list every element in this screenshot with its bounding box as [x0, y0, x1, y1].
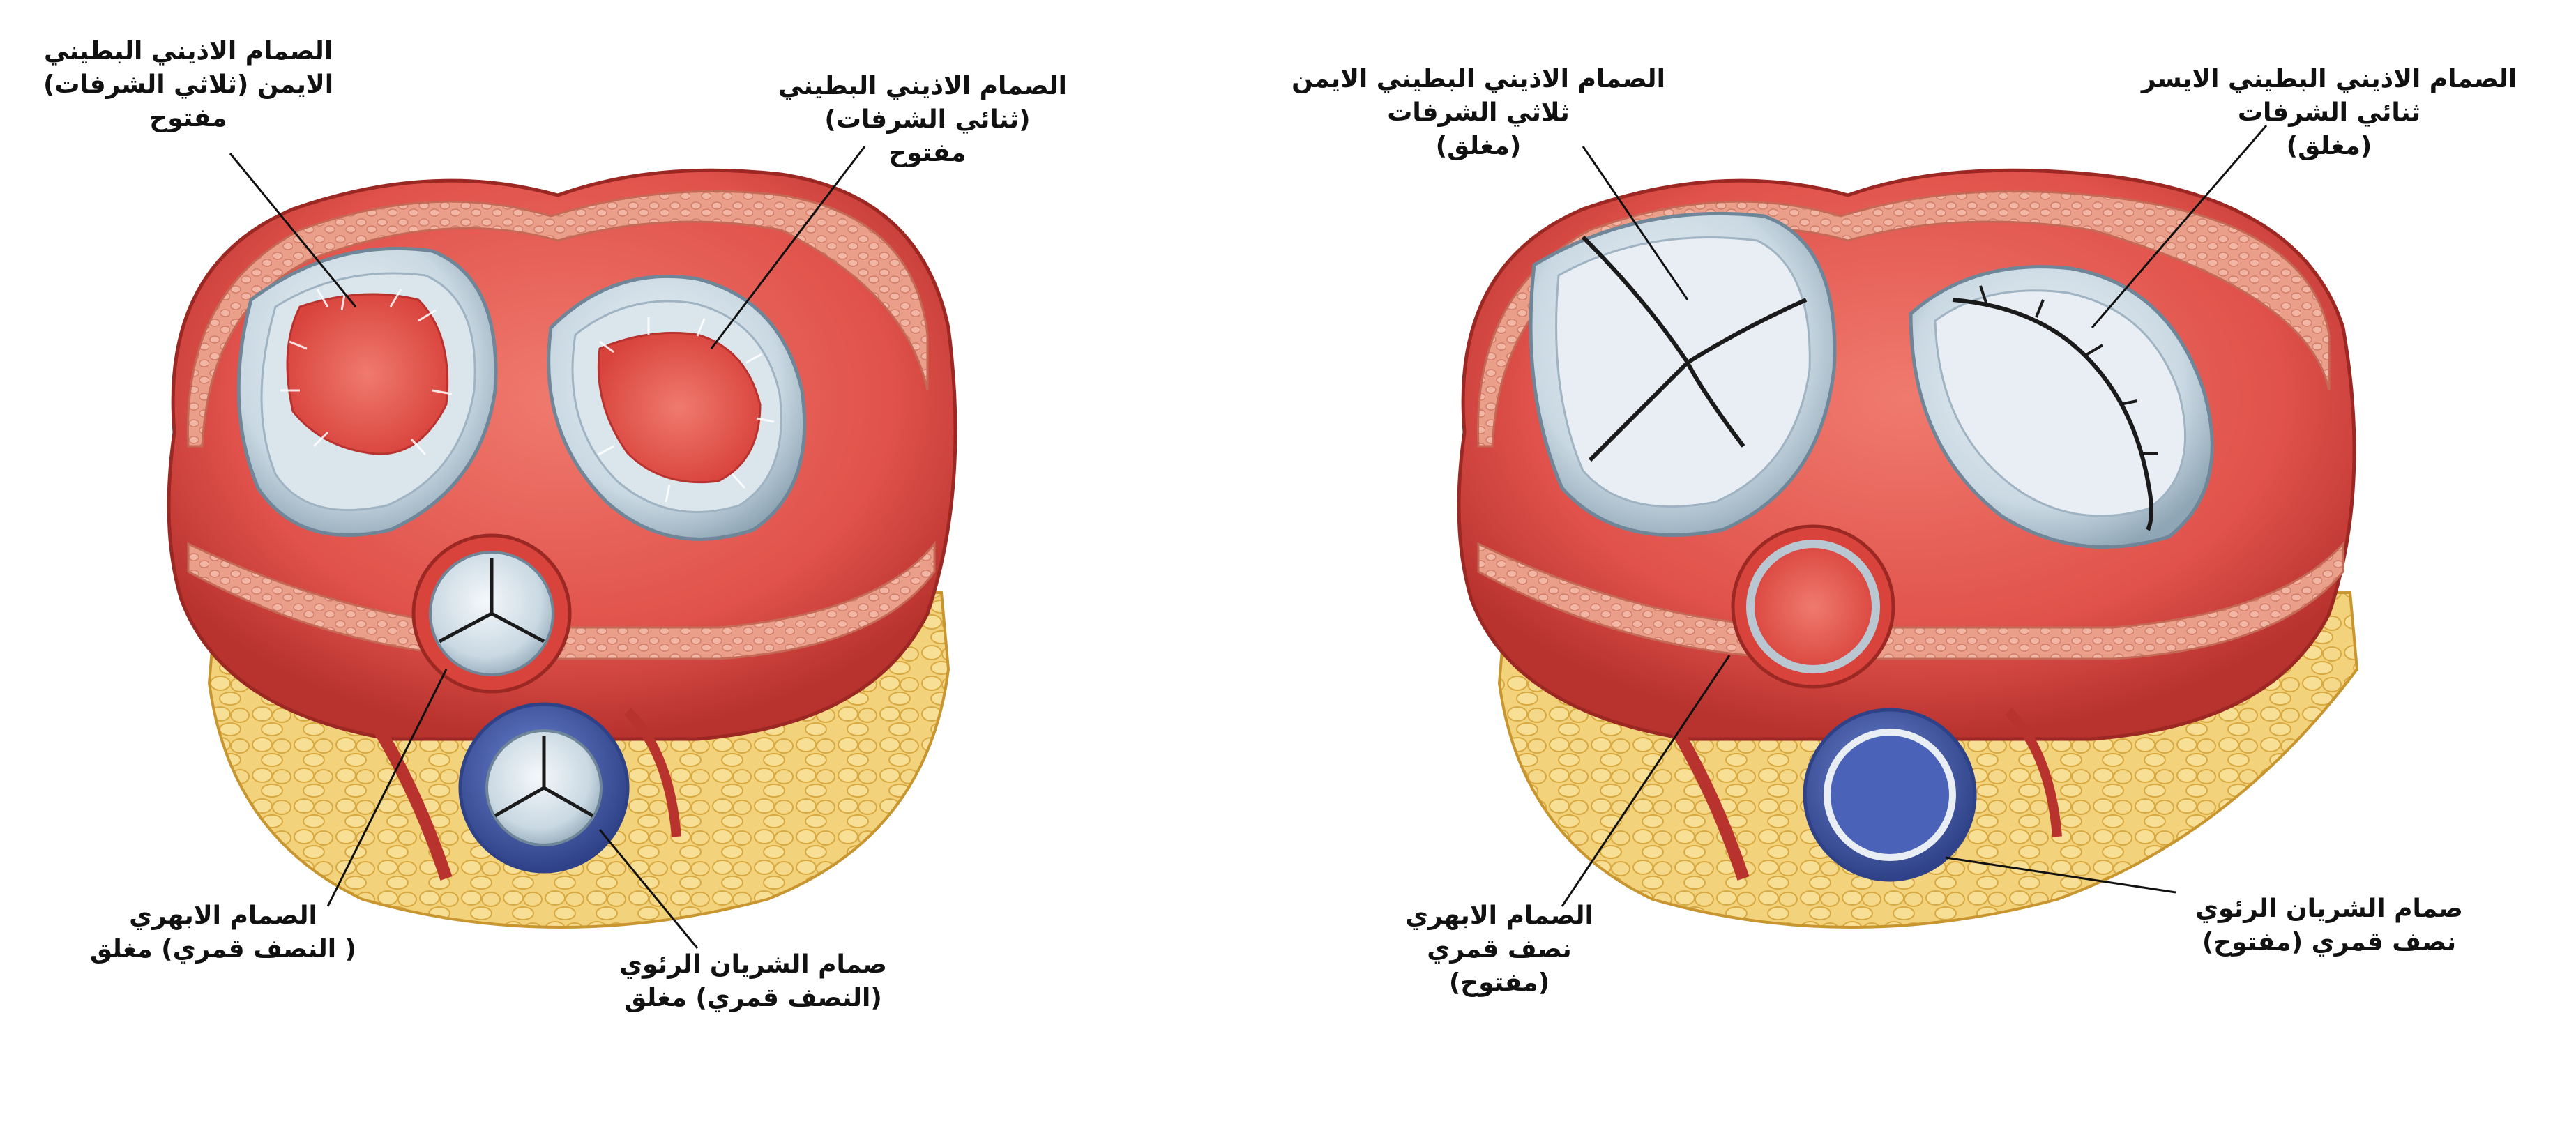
label-line: الصمام الاذيني البطيني الايمن: [1291, 65, 1665, 93]
label-line: الصمام الاذيني البطيني الايسر: [2141, 65, 2517, 93]
label-line: الصمام الابهري: [129, 901, 317, 930]
label-line: ( النصف قمري) مغلق: [89, 935, 357, 964]
label-mitral-open: الصمام الاذيني البطيني (ثنائي الشرفات) م…: [778, 70, 1067, 170]
label-line: الايمن (ثلاثي الشرفات): [43, 70, 334, 99]
left-heart: [167, 146, 957, 949]
label-line: (مفتوح): [1448, 968, 1550, 997]
pulmonary-valve-closed: [458, 702, 630, 874]
label-line: (مغلق): [2286, 132, 2372, 160]
label-pulmonary-closed: صمام الشريان الرئوي (النصف قمري) مغلق: [600, 948, 907, 1015]
leader-lines-right: [1561, 125, 2268, 907]
label-line: صمام الشريان الرئوي: [619, 950, 887, 979]
fibrous-skeleton: [186, 190, 929, 448]
coronary-artery: [1668, 722, 1750, 881]
label-line: ثنائي الشرفات: [2237, 98, 2421, 127]
label-aortic-closed: الصمام الابهري ( النصف قمري) مغلق: [77, 899, 370, 966]
tricuspid-valve-closed: [1529, 211, 1837, 537]
mitral-valve-closed: [1909, 265, 2214, 549]
label-line: (ثنائي الشرفات): [824, 105, 1031, 134]
label-line: الصمام الاذيني البطيني: [43, 37, 333, 66]
leader-lines-left: [229, 146, 866, 949]
aortic-valve-open: [1731, 524, 1895, 689]
label-tricuspid-closed: الصمام الاذيني البطيني الايمن ثلاثي الشر…: [1276, 63, 1681, 163]
label-line: نصف قمري: [1427, 935, 1572, 964]
label-line: الصمام الابهري: [1405, 901, 1593, 930]
label-line: مفتوح: [149, 104, 227, 132]
pulmonary-valve-open: [1803, 708, 1977, 882]
label-line: (النصف قمري) مغلق: [624, 984, 882, 1012]
coronary-artery-right: [2005, 708, 2062, 837]
coronary-artery-right: [624, 708, 681, 837]
label-line: ثلاثي الشرفات: [1387, 98, 1570, 127]
mitral-valve-open: [547, 274, 807, 541]
label-line: مفتوح: [888, 139, 967, 167]
right-heart: [1457, 125, 2359, 929]
label-tricuspid-open: الصمام الاذيني البطيني الايمن (ثلاثي الش…: [42, 35, 335, 135]
label-pulmonary-open: صمام الشريان الرئوي نصف قمري (مفتوح): [2176, 892, 2483, 959]
label-line: نصف قمري (مفتوح): [2202, 928, 2457, 957]
label-aortic-open: الصمام الابهري نصف قمري (مفتوح): [1367, 899, 1632, 1000]
tricuspid-valve-open: [236, 246, 498, 537]
label-line: الصمام الاذيني البطيني: [778, 72, 1067, 100]
label-mitral-closed: الصمام الاذيني البطيني الايسر ثنائي الشر…: [2120, 63, 2538, 163]
fibrous-band-lower: [1477, 541, 2344, 660]
coronary-artery: [371, 722, 453, 881]
label-line: (مغلق): [1435, 132, 1522, 160]
label-line: صمام الشريان الرئوي: [2195, 894, 2463, 923]
aortic-valve-closed: [411, 533, 572, 694]
